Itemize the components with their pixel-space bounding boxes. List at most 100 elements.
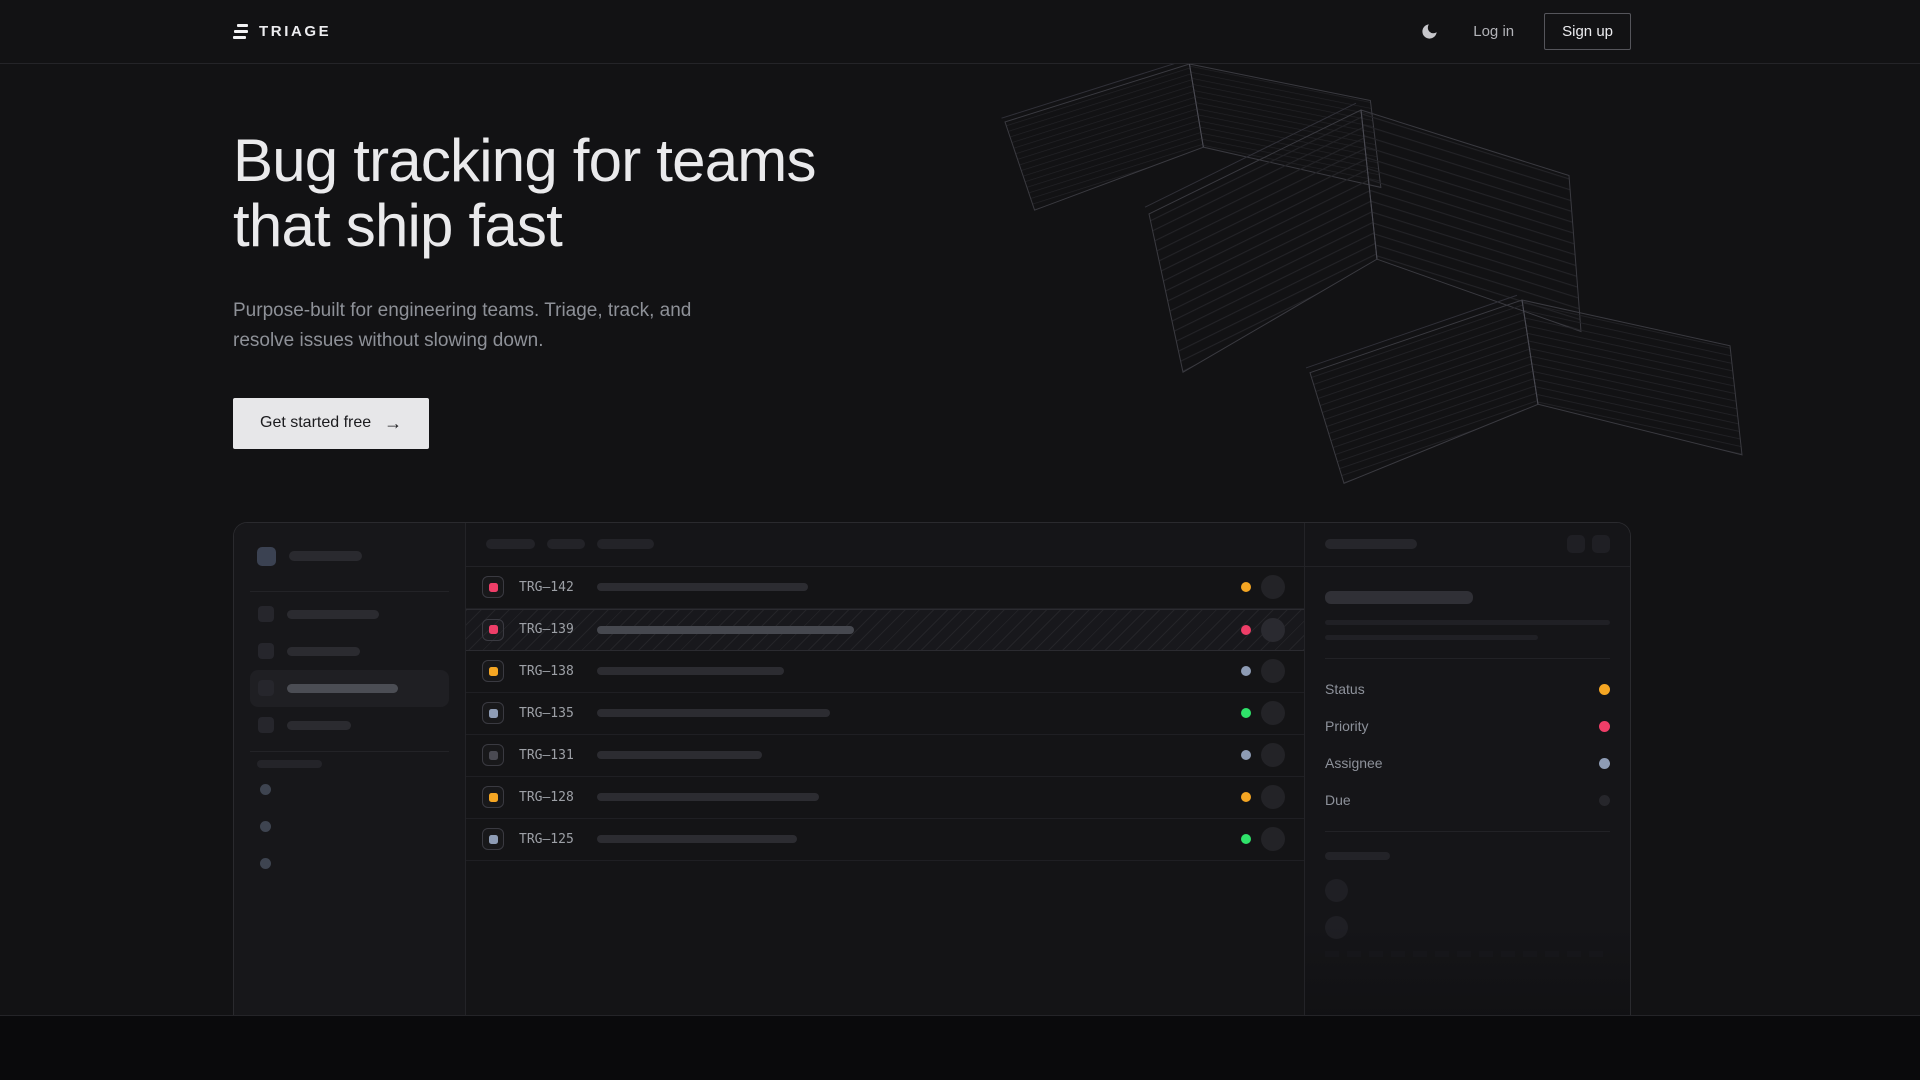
hero-heading-line1: Bug tracking for teams bbox=[233, 127, 816, 194]
issue-row: TRG–138 bbox=[466, 651, 1304, 693]
activity-label-skeleton bbox=[1325, 851, 1390, 860]
detail-fields: Status Priority Assignee Due bbox=[1325, 671, 1610, 819]
issue-type-icon bbox=[482, 828, 504, 851]
theme-toggle-button[interactable] bbox=[1416, 18, 1443, 45]
sidebar-item-icon bbox=[258, 643, 274, 660]
detail-field-label: Priority bbox=[1325, 718, 1369, 735]
sidebar-dot bbox=[260, 820, 271, 832]
get-started-label: Get started free bbox=[260, 414, 372, 432]
sidebar-divider bbox=[250, 750, 449, 752]
issue-id: TRG–125 bbox=[519, 831, 574, 847]
toolbar-skeleton-pill bbox=[486, 539, 535, 550]
hero-heading: Bug tracking for teams that ship fast bbox=[233, 128, 1631, 259]
detail-description-skeleton bbox=[1325, 634, 1538, 640]
detail-field-row: Priority bbox=[1325, 708, 1610, 745]
issue-status-dot bbox=[1241, 834, 1251, 845]
sidebar-item-skeleton-bar bbox=[287, 683, 398, 693]
toolbar-skeleton-pill bbox=[597, 539, 654, 550]
hero-subtitle: Purpose-built for engineering teams. Tri… bbox=[233, 296, 733, 356]
detail-field-row: Due bbox=[1325, 782, 1610, 819]
issue-id: TRG–139 bbox=[519, 622, 574, 638]
signup-button[interactable]: Sign up bbox=[1544, 13, 1631, 50]
detail-field-value-dot bbox=[1599, 720, 1610, 732]
detail-panel-header bbox=[1305, 523, 1630, 567]
detail-action-button bbox=[1592, 535, 1610, 554]
detail-divider bbox=[1325, 830, 1610, 832]
hero-subtitle-line1: Purpose-built for engineering teams. Tri… bbox=[233, 299, 692, 321]
issue-id: TRG–131 bbox=[519, 747, 574, 763]
sidebar-item-icon bbox=[258, 606, 274, 623]
issue-title-skeleton-bar bbox=[597, 709, 830, 718]
sidebar-dot bbox=[260, 857, 271, 869]
issue-status-dot bbox=[1241, 624, 1251, 635]
comment-avatar bbox=[1325, 915, 1348, 939]
issue-assignee-avatar bbox=[1261, 743, 1285, 768]
detail-description-skeleton bbox=[1325, 619, 1610, 625]
issue-assignee-avatar bbox=[1261, 575, 1285, 600]
sidebar-section-label-bar bbox=[257, 759, 322, 768]
detail-field-label: Status bbox=[1325, 681, 1365, 698]
issue-status-dot bbox=[1241, 666, 1251, 677]
sidebar-nav-item bbox=[250, 633, 449, 670]
workspace-icon bbox=[257, 546, 276, 566]
detail-header-skeleton-bar bbox=[1325, 539, 1417, 550]
mockup-detail-panel: Status Priority Assignee Due bbox=[1304, 522, 1630, 1015]
detail-field-label: Due bbox=[1325, 792, 1351, 809]
detail-action-button bbox=[1567, 535, 1585, 554]
issue-status-dot bbox=[1241, 750, 1251, 761]
issue-title-skeleton-bar bbox=[597, 667, 784, 676]
sidebar-dots bbox=[250, 783, 449, 869]
issue-id: TRG–142 bbox=[519, 579, 574, 595]
issue-row: TRG–142 bbox=[466, 567, 1304, 609]
detail-header-actions bbox=[1567, 535, 1610, 554]
issue-row: TRG–135 bbox=[466, 693, 1304, 735]
detail-field-label: Assignee bbox=[1325, 755, 1383, 772]
issue-assignee-avatar bbox=[1261, 617, 1285, 642]
hero-section: Bug tracking for teams that ship fast Pu… bbox=[0, 64, 1920, 1016]
issue-title-skeleton-bar bbox=[597, 835, 797, 844]
sidebar-item-skeleton-bar bbox=[287, 646, 360, 656]
app-mockup: TRG–142 TRG–139 TRG–138 TRG–135 bbox=[233, 521, 1631, 1015]
detail-field-row: Assignee bbox=[1325, 745, 1610, 782]
detail-field-row: Status bbox=[1325, 671, 1610, 708]
issue-status-dot bbox=[1241, 582, 1251, 593]
sidebar-item-skeleton-bar bbox=[287, 720, 351, 730]
sidebar-dot bbox=[260, 783, 271, 795]
footer bbox=[0, 1016, 1920, 1080]
issue-title-skeleton-bar bbox=[597, 625, 854, 634]
issue-status-dot bbox=[1241, 792, 1251, 803]
sidebar-item-skeleton-bar bbox=[287, 609, 379, 619]
hero-heading-line2: that ship fast bbox=[233, 192, 563, 260]
detail-field-value-dot bbox=[1599, 794, 1610, 806]
hero-subtitle-line2: resolve issues without slowing down. bbox=[233, 329, 544, 351]
sidebar-item-icon bbox=[258, 717, 274, 734]
detail-dashes-decoration bbox=[1325, 950, 1610, 957]
issue-title-skeleton-bar bbox=[597, 793, 819, 802]
sidebar-nav-item bbox=[250, 669, 449, 707]
issue-list: TRG–142 TRG–139 TRG–138 TRG–135 bbox=[466, 567, 1304, 861]
issue-id: TRG–128 bbox=[519, 789, 574, 805]
detail-panel-body: Status Priority Assignee Due bbox=[1305, 567, 1630, 1015]
issue-assignee-avatar bbox=[1261, 827, 1285, 852]
moon-icon bbox=[1422, 24, 1437, 39]
detail-field-value-dot bbox=[1599, 683, 1610, 695]
top-nav: TRIAGE Log in Sign up bbox=[0, 0, 1920, 64]
issue-title-skeleton-bar bbox=[597, 583, 808, 592]
sidebar-item-icon bbox=[258, 680, 274, 697]
comment-avatar bbox=[1325, 878, 1348, 902]
issue-row: TRG–139 bbox=[466, 608, 1304, 651]
detail-divider bbox=[1325, 657, 1610, 659]
issue-status-dot bbox=[1241, 708, 1251, 719]
issue-row: TRG–125 bbox=[466, 819, 1304, 861]
mock-list-toolbar bbox=[466, 522, 1304, 567]
issue-type-icon bbox=[482, 702, 504, 725]
sidebar-nav-items bbox=[250, 596, 449, 744]
get-started-button[interactable]: Get started free → bbox=[233, 397, 430, 449]
issue-type-icon bbox=[482, 786, 504, 809]
issue-type-icon bbox=[482, 660, 504, 683]
login-link[interactable]: Log in bbox=[1473, 23, 1515, 40]
toolbar-skeleton-pill bbox=[547, 539, 585, 550]
issue-row: TRG–131 bbox=[466, 735, 1304, 777]
brand-logo[interactable]: TRIAGE bbox=[233, 23, 331, 40]
triage-logo-icon bbox=[233, 24, 248, 39]
